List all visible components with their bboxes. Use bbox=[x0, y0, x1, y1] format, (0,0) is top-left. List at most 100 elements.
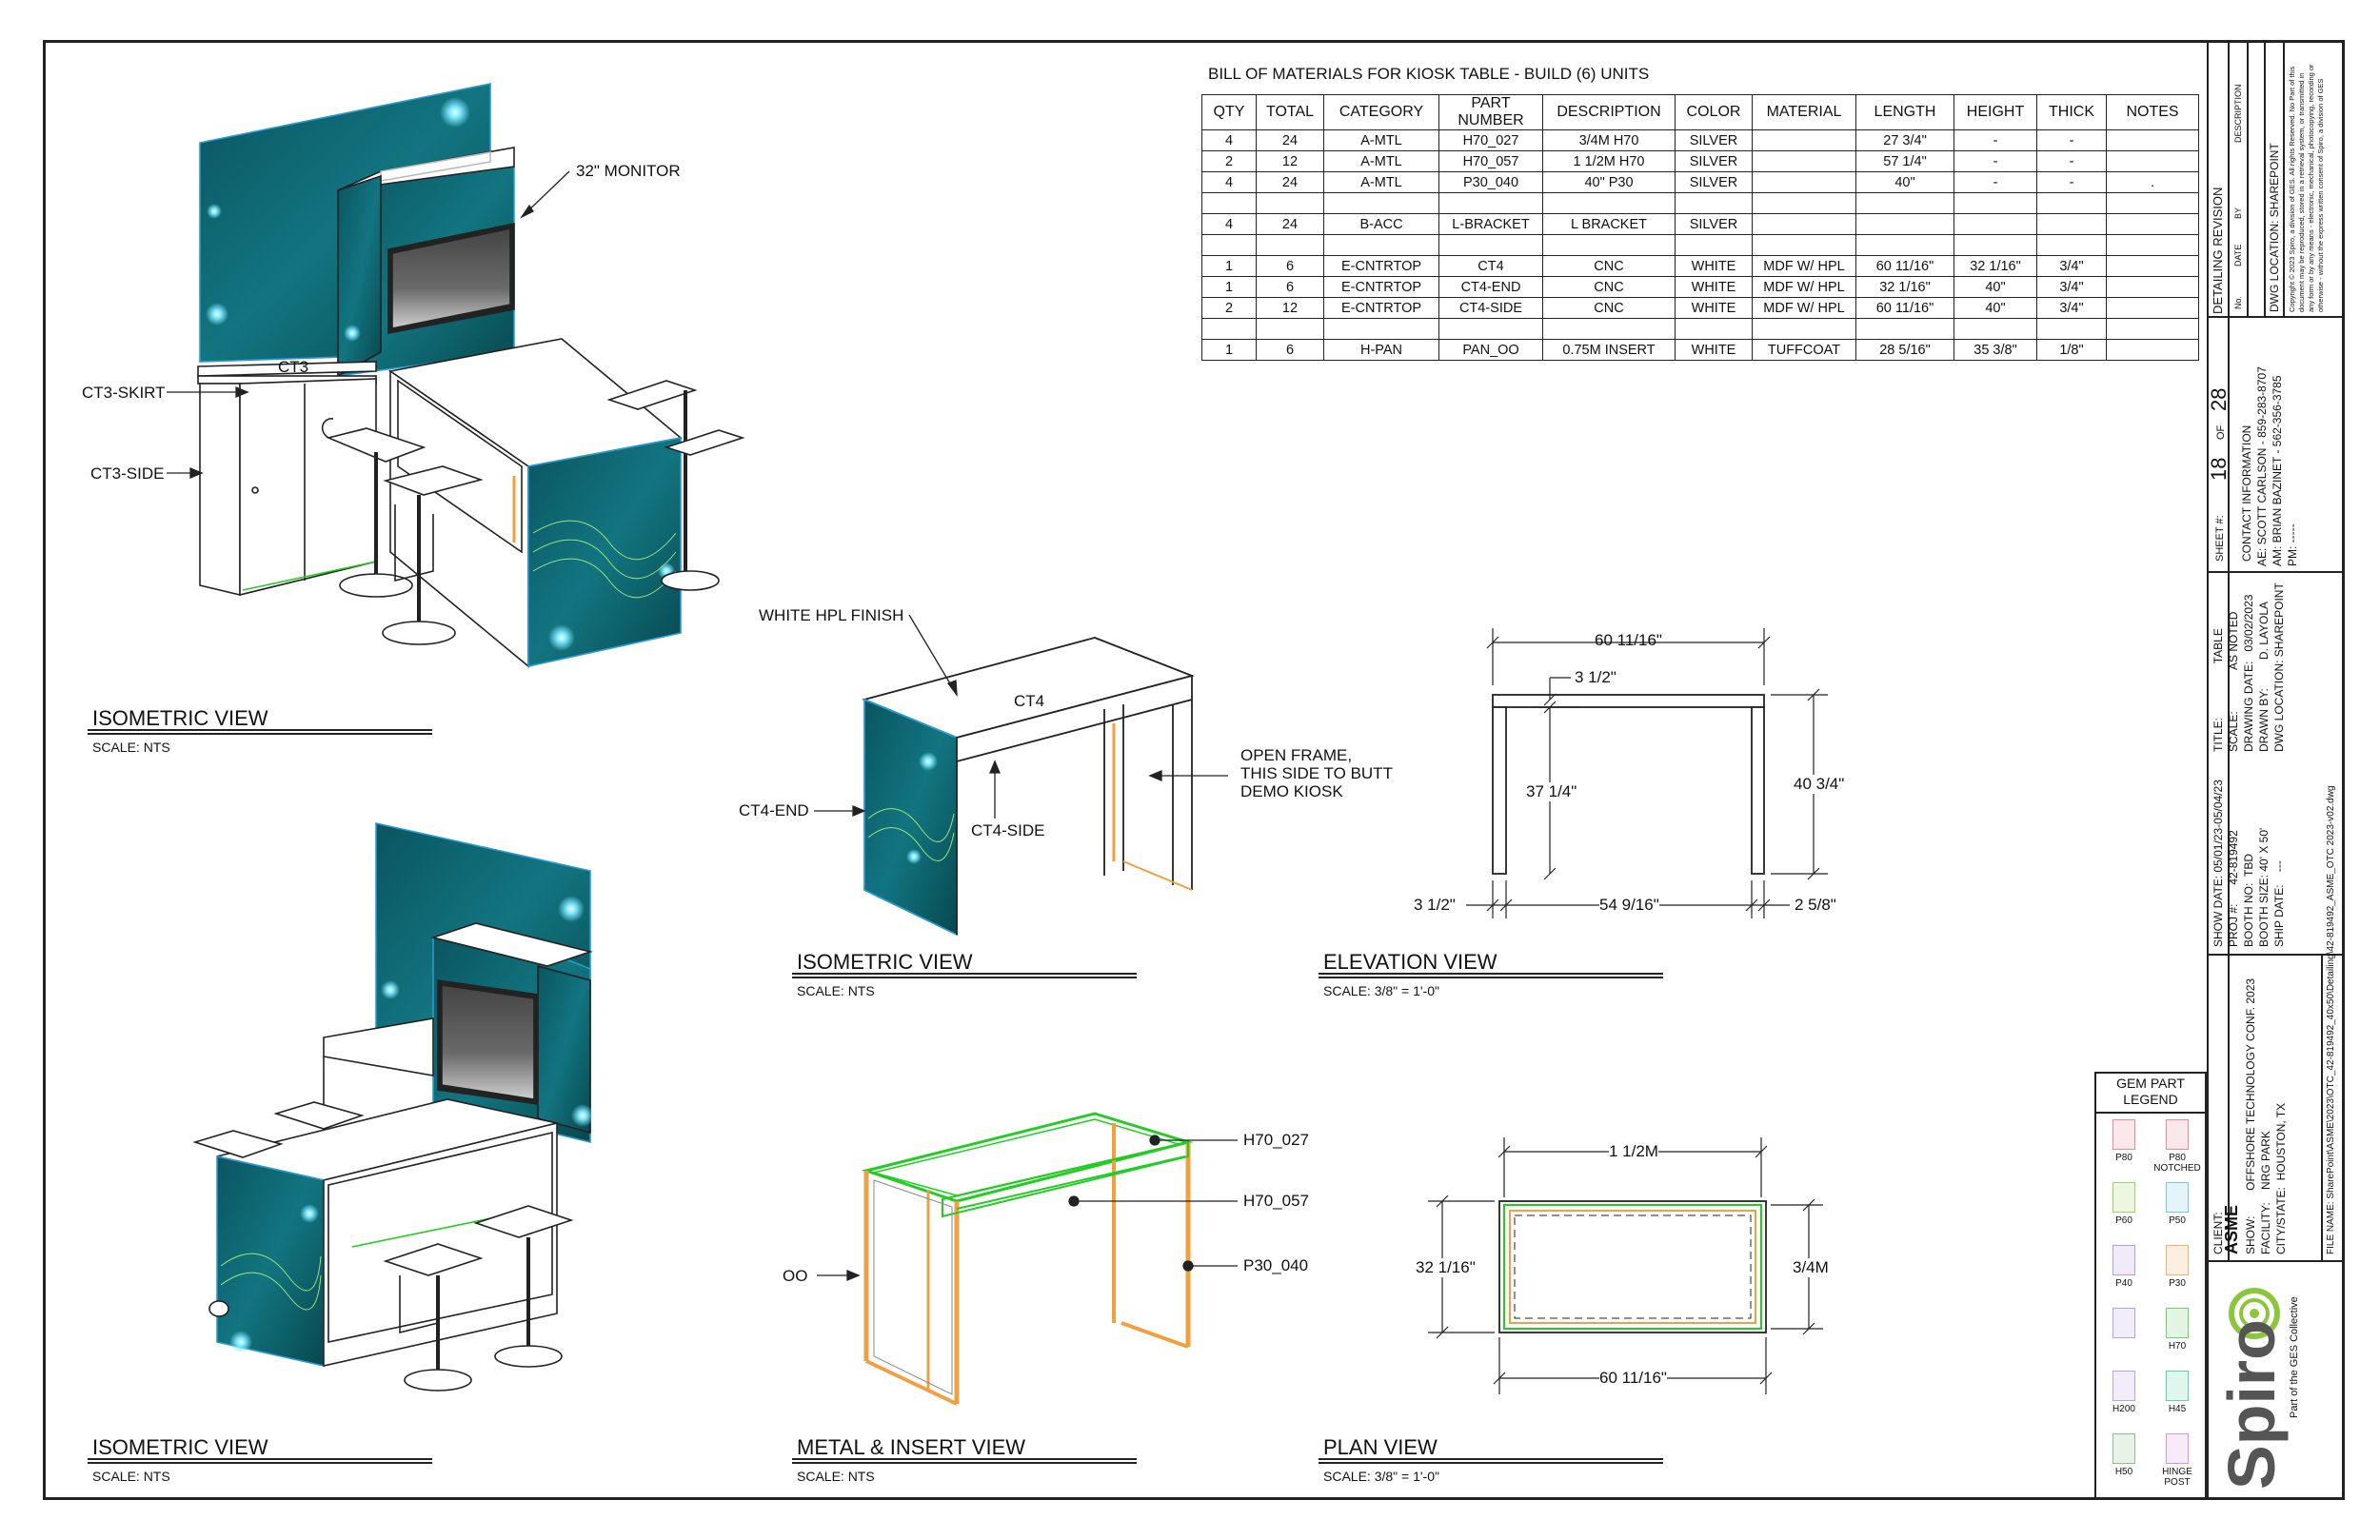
bom-cell: H70_027 bbox=[1438, 129, 1543, 151]
bom-header-cell: HEIGHT bbox=[1954, 94, 2037, 130]
bom-cell bbox=[1752, 318, 1856, 340]
rev-by-col: BY bbox=[2233, 207, 2243, 219]
legend-item: P80 bbox=[2098, 1119, 2150, 1163]
legend-swatch-icon bbox=[2166, 1119, 2189, 1150]
legend-swatch-icon bbox=[2112, 1371, 2135, 1401]
bom-cell: L BRACKET bbox=[1542, 213, 1676, 235]
client-name: ASME bbox=[2222, 1204, 2241, 1254]
callout-ct4-side: CT4-SIDE bbox=[971, 821, 1045, 839]
bom-cell: 1 1/2M H70 bbox=[1542, 150, 1676, 172]
bom-cell: - bbox=[2036, 150, 2107, 172]
bom-cell: 24 bbox=[1256, 171, 1324, 193]
view-title-elevation: ELEVATION VIEW bbox=[1323, 950, 1497, 974]
bom-cell bbox=[1752, 171, 1856, 193]
contact-title: CONTACT INFORMATION bbox=[2240, 424, 2253, 562]
legend-item: P40 bbox=[2098, 1245, 2150, 1289]
dim-elev-right: 2 5/8" bbox=[1795, 896, 1836, 914]
bom-cell: 24 bbox=[1256, 129, 1324, 151]
bom-cell: 28 5/16" bbox=[1855, 339, 1954, 361]
dim-elev-total-height: 40 3/4" bbox=[1794, 775, 1845, 794]
dim-elev-left: 3 1/2" bbox=[1414, 896, 1456, 914]
bom-cell bbox=[1954, 192, 2037, 214]
view-scale-plan: SCALE: 3/8" = 1'-0" bbox=[1323, 1469, 1439, 1484]
callout-open-frame: OPEN FRAME, THIS SIDE TO BUTT DEMO KIOSK bbox=[1240, 746, 1393, 800]
bom-cell: 1 bbox=[1201, 255, 1257, 277]
bom-cell: 6 bbox=[1256, 339, 1324, 361]
city-info: CITY/STATE: HOUSTON, TX bbox=[2274, 1102, 2288, 1254]
metal-insert-drawing bbox=[861, 1112, 1194, 1406]
view-scale-elevation: SCALE: 3/8" = 1'-0" bbox=[1323, 983, 1439, 998]
bom-cell: 27 3/4" bbox=[1855, 129, 1954, 151]
view-title-bar bbox=[1319, 973, 1663, 978]
bom-cell bbox=[1752, 192, 1856, 214]
bom-row bbox=[1201, 192, 2199, 214]
view-title-bar bbox=[792, 973, 1137, 978]
legend-swatch-icon bbox=[2166, 1433, 2189, 1464]
elevation-drawing bbox=[1466, 628, 1828, 918]
tb-divider bbox=[2247, 40, 2249, 316]
bom-cell: 6 bbox=[1256, 255, 1324, 277]
contact-ae: AE: SCOTT CARLSON - 859-283-8707 bbox=[2255, 366, 2269, 566]
legend-label: P50 bbox=[2169, 1215, 2186, 1226]
bom-cell bbox=[1752, 129, 1856, 151]
bom-cell: 2 bbox=[1201, 297, 1257, 319]
bom-row bbox=[1201, 318, 2199, 340]
bom-cell: SILVER bbox=[1675, 150, 1753, 172]
bom-cell: SILVER bbox=[1675, 129, 1753, 151]
callout-h70-027: H70_027 bbox=[1243, 1131, 1310, 1149]
legend-item: H200 bbox=[2098, 1371, 2150, 1414]
bom-cell bbox=[1954, 213, 2037, 235]
bom-cell: WHITE bbox=[1675, 255, 1753, 277]
legend-label: H45 bbox=[2168, 1404, 2187, 1414]
bom-header-cell: COLOR bbox=[1675, 94, 1753, 130]
bom-cell: WHITE bbox=[1675, 276, 1753, 298]
bom-cell bbox=[1954, 318, 2037, 340]
bom-cell: 12 bbox=[1256, 297, 1324, 319]
bom-cell: 40" P30 bbox=[1542, 171, 1676, 193]
bom-cell bbox=[1855, 318, 1954, 340]
legend-item bbox=[2098, 1308, 2150, 1341]
bom-cell: 24 bbox=[1256, 213, 1324, 235]
callout-p30-040: P30_040 bbox=[1243, 1256, 1309, 1274]
tb-divider bbox=[2321, 954, 2323, 1260]
part-legend bbox=[2094, 1072, 2207, 1500]
bom-title: BILL OF MATERIALS FOR KIOSK TABLE - BUIL… bbox=[1208, 65, 1650, 83]
legend-item: P60 bbox=[2098, 1182, 2150, 1226]
legend-label: HINGE POST bbox=[2162, 1467, 2192, 1488]
bom-cell: L-BRACKET bbox=[1438, 213, 1543, 235]
bom-cell: 60 11/16" bbox=[1855, 255, 1954, 277]
bom-cell: 4 bbox=[1201, 213, 1257, 235]
bom-cell: TUFFCOAT bbox=[1752, 339, 1856, 361]
legend-label: P80 NOTCHED bbox=[2153, 1153, 2201, 1174]
bom-header-cell: NOTES bbox=[2106, 94, 2199, 130]
spiro-logo-icon bbox=[2229, 1288, 2280, 1339]
contact-pm: PM: ----- bbox=[2286, 523, 2299, 566]
bom-cell bbox=[1256, 192, 1324, 214]
sheet-of: OF bbox=[2215, 424, 2227, 440]
iso-view-3-drawing bbox=[862, 637, 1195, 937]
legend-label: P60 bbox=[2115, 1215, 2132, 1226]
bom-cell bbox=[1752, 234, 1856, 256]
bom-cell bbox=[2106, 129, 2199, 151]
dim-plan-top: 1 1/2M bbox=[1609, 1142, 1658, 1161]
legend-label: P80 bbox=[2115, 1153, 2132, 1163]
bom-cell: A-MTL bbox=[1323, 129, 1439, 151]
copyright: Copyright © 2023 Spiro, a division of GE… bbox=[2288, 64, 2325, 312]
bom-cell: B-ACC bbox=[1323, 213, 1439, 235]
legend-item: P80 NOTCHED bbox=[2152, 1119, 2203, 1174]
bom-cell bbox=[2106, 150, 2199, 172]
bom-cell: 57 1/4" bbox=[1855, 150, 1954, 172]
bom-cell: 4 bbox=[1201, 129, 1257, 151]
sheet-label: SHEET #: bbox=[2214, 515, 2226, 562]
bom-cell: - bbox=[1954, 129, 2037, 151]
tb-divider bbox=[2228, 40, 2230, 1260]
bom-cell: E-CNTRTOP bbox=[1323, 297, 1439, 319]
bom-cell bbox=[1675, 192, 1753, 214]
legend-swatch-icon bbox=[2112, 1119, 2135, 1150]
dim-plan-bottom: 60 11/16" bbox=[1599, 1369, 1667, 1388]
iso-view-1-drawing: ​ bbox=[197, 83, 745, 668]
